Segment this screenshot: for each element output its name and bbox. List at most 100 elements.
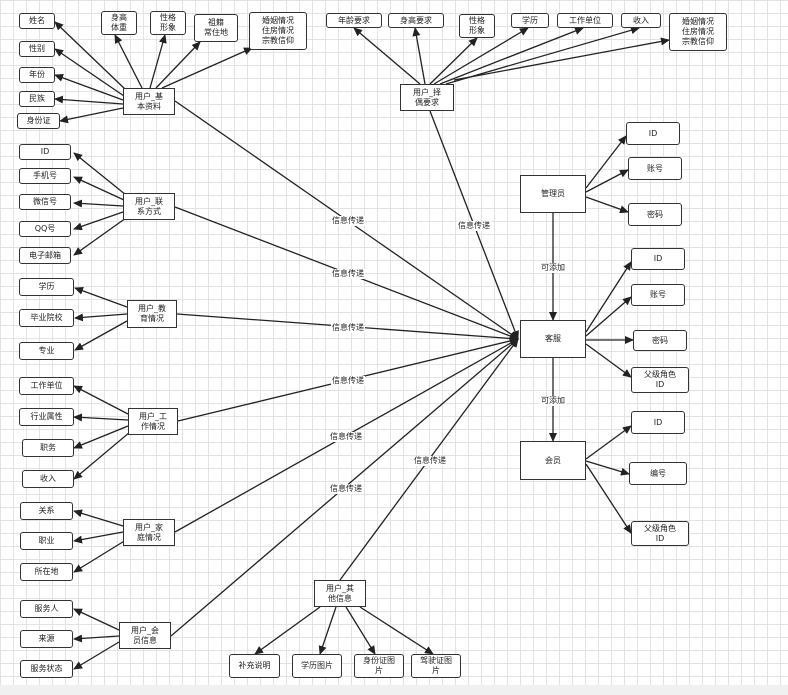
entity-customer-service[interactable]: 客服 (520, 320, 586, 358)
edge-huiyuan-fuji (585, 463, 632, 534)
edge-work-danwei (73, 385, 129, 415)
edge-label-member-to-kefu: 信息传递 (329, 484, 363, 494)
edge-label-other-to-kefu: 信息传递 (413, 456, 447, 466)
attr-hunyin-basic[interactable]: 婚姻情况 住房情况 宗教信仰 (249, 12, 307, 50)
attr-xingbie[interactable]: 性别 (19, 41, 55, 57)
edge-basic-xingbie (54, 48, 125, 97)
edge-huiyuan-id (585, 425, 632, 460)
attr-dianziyouxiang[interactable]: 电子邮箱 (19, 247, 71, 264)
edge-admin-id (585, 135, 627, 189)
attr-mima-kefu[interactable]: 密码 (633, 330, 687, 351)
edge-contact-shouji (73, 176, 125, 201)
attr-jiguan-changzhu[interactable]: 祖籍 常住地 (194, 14, 238, 42)
entity-user-family[interactable]: 用户_家 庭情况 (123, 519, 175, 546)
edge-contact-weixin (73, 199, 124, 208)
edge-label-contact-to-kefu: 信息传递 (331, 269, 365, 279)
entity-user-other-info[interactable]: 用户_其 他信息 (314, 580, 366, 607)
edge-other-xueli (318, 606, 337, 655)
attr-bianhao[interactable]: 编号 (629, 462, 687, 485)
attr-mima-admin[interactable]: 密码 (628, 203, 682, 226)
edge-basic-shengao (114, 34, 143, 89)
attr-zhanghao-admin[interactable]: 账号 (628, 157, 682, 180)
attr-fuji-member[interactable]: 父级角色 ID (631, 521, 689, 546)
attr-biyeyuanxiao[interactable]: 毕业院校 (19, 309, 74, 327)
edge-member-laiyuan (73, 634, 120, 643)
attr-fuji-kefu[interactable]: 父级角色 ID (631, 367, 689, 393)
attr-weixinhao[interactable]: 微信号 (19, 194, 71, 210)
edge-basic-jiguan (155, 41, 201, 89)
bottom-scrollbar-area (0, 685, 788, 695)
attr-hunyin-zeou[interactable]: 婚姻情况 住房情况 宗教信仰 (669, 13, 727, 51)
attr-fuwuzhuangtai[interactable]: 服务状态 (20, 660, 73, 678)
attr-zhanghao-kefu[interactable]: 账号 (631, 284, 685, 306)
attr-shoujihao[interactable]: 手机号 (19, 168, 71, 184)
attr-xueli-tupian[interactable]: 学历图片 (292, 654, 342, 678)
attr-shouru-work[interactable]: 收入 (22, 470, 74, 488)
edge-mate-shengao (412, 27, 426, 85)
attr-guanxi[interactable]: 关系 (20, 502, 73, 520)
attr-id-admin[interactable]: ID (626, 122, 680, 145)
edge-kefu-id (585, 261, 632, 333)
entity-user-member-info[interactable]: 用户_会 员信息 (119, 622, 171, 649)
edge-other-buchong (254, 606, 321, 655)
edge-label-basic-to-kefu: 信息传递 (331, 216, 365, 226)
edge-member-fuwuren (73, 608, 120, 631)
attr-gongzuodanwei-zeou[interactable]: 工作单位 (557, 13, 613, 28)
edge-label-edu-to-kefu: 信息传递 (331, 323, 365, 333)
entity-administrator[interactable]: 管理员 (520, 175, 586, 213)
attr-zhuanye[interactable]: 专业 (19, 342, 74, 360)
attr-gongzuodanwei-work[interactable]: 工作单位 (19, 377, 74, 395)
entity-user-basic-info[interactable]: 用户_基 本资料 (123, 88, 175, 115)
edge-work-zhiwu (73, 425, 129, 449)
edge-label-mate-to-kefu: 信息传递 (457, 221, 491, 231)
attr-shengao-yaoqiu[interactable]: 身高要求 (388, 13, 444, 28)
attr-qqhao[interactable]: QQ号 (19, 221, 71, 237)
edge-admin-zhanghao (585, 169, 629, 193)
edge-edu-biye (74, 313, 128, 322)
attr-buchongshuoming[interactable]: 补充说明 (229, 654, 280, 678)
edge-admin-mima (585, 196, 629, 214)
entity-user-contact[interactable]: 用户_联 系方式 (123, 193, 175, 220)
attr-shenfenzheng-tupian[interactable]: 身份证图 片 (354, 654, 404, 678)
attr-id-member[interactable]: ID (631, 411, 685, 434)
attr-jiashizheng-tupian[interactable]: 驾驶证图 片 (411, 654, 461, 678)
edge-mate-xingge (429, 37, 478, 85)
attr-xingming[interactable]: 姓名 (19, 13, 55, 29)
attr-shenfenzheng[interactable]: 身份证 (17, 113, 60, 129)
entity-user-mate-requirements[interactable]: 用户_择 偶要求 (400, 84, 454, 111)
edge-edu-zhuanye (74, 320, 128, 351)
edge-label-family-to-kefu: 信息传递 (329, 432, 363, 442)
edge-family-zhiye (73, 531, 124, 544)
attr-fuwuren[interactable]: 服务人 (20, 600, 73, 618)
attr-id-kefu[interactable]: ID (631, 248, 685, 270)
edge-kefu-zhanghao (585, 296, 632, 337)
attr-shengao-tizhong[interactable]: 身高 体重 (101, 11, 137, 35)
attr-hangyeshuxing[interactable]: 行业属性 (19, 408, 74, 426)
attr-suozaidi[interactable]: 所在地 (20, 563, 73, 581)
attr-minzu[interactable]: 民族 (19, 91, 55, 107)
edge-mate-hunyin (453, 37, 670, 81)
edge-edu-xueli (74, 286, 128, 308)
edge-label-kefu-add-member: 可添加 (540, 396, 566, 406)
attr-xingge-zeou[interactable]: 性格 形象 (459, 14, 495, 38)
edge-basic-minzu (54, 95, 124, 105)
attr-xingge-xingxiang[interactable]: 性格 形象 (150, 11, 186, 35)
edge-contact-qq (73, 211, 124, 231)
attr-xueli-zeou[interactable]: 学历 (511, 13, 549, 28)
entity-user-work[interactable]: 用户_工 作情况 (128, 408, 178, 435)
edge-family-guanxi (73, 509, 124, 527)
attr-id-contact[interactable]: ID (19, 144, 71, 160)
attr-xueli-edu[interactable]: 学历 (19, 278, 74, 296)
entity-member[interactable]: 会员 (520, 441, 586, 480)
edge-huiyuan-bianhao (585, 460, 630, 476)
attr-nianling[interactable]: 年份 (19, 67, 55, 83)
attr-laiyuan[interactable]: 来源 (20, 630, 73, 648)
attr-shouru-zeou[interactable]: 收入 (621, 13, 661, 28)
entity-user-education[interactable]: 用户_教 育情况 (127, 300, 177, 328)
edge-mate-nianling (353, 27, 421, 85)
attr-zhiye[interactable]: 职业 (20, 532, 73, 550)
attr-nianling-yaoqiu[interactable]: 年龄要求 (326, 13, 382, 28)
attr-zhiwu[interactable]: 职务 (22, 439, 74, 457)
edge-contact-id (73, 152, 127, 196)
